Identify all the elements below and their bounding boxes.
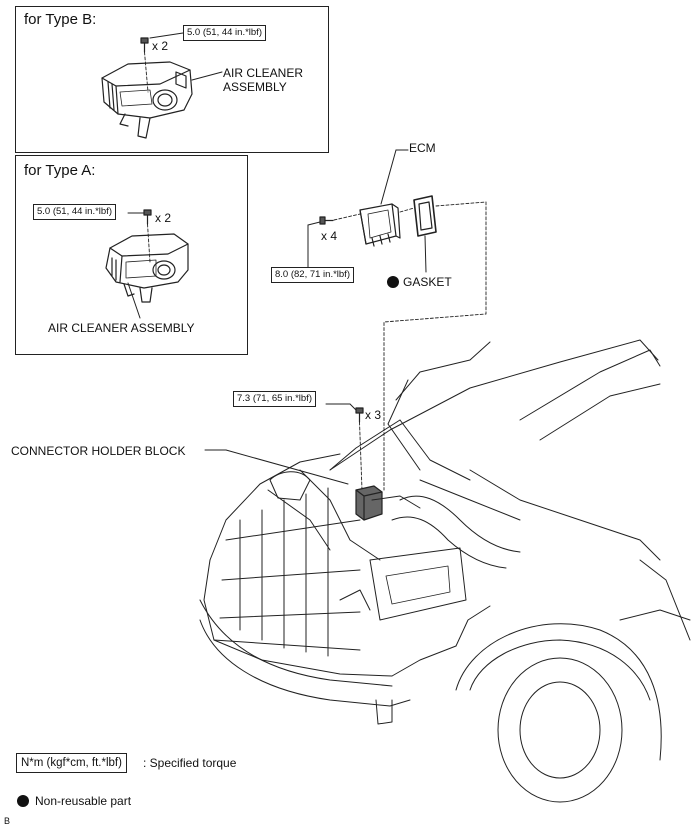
type-b-air-cleaner-drawing — [101, 61, 193, 139]
type-a-air-cleaner-label: AIR CLEANER ASSEMBLY — [48, 321, 195, 335]
legend-torque-text: : Specified torque — [143, 756, 237, 770]
ecm-torque-spec: 8.0 (82, 71 in.*lbf) — [271, 267, 354, 283]
ecm-bolt-qty: x 4 — [321, 229, 338, 243]
type-a-panel — [15, 155, 248, 355]
ecm-bolt-icon — [319, 216, 334, 225]
holder-bolt-qty: x 3 — [365, 408, 382, 422]
connector-holder-block-label: CONNECTOR HOLDER BLOCK — [11, 444, 186, 458]
type-b-torque-spec: 5.0 (51, 44 in.*lbf) — [183, 25, 266, 41]
legend-nonreusable-text: Non-reusable part — [35, 794, 132, 808]
ecm-drawing — [359, 203, 401, 247]
gasket-nonreusable-marker — [387, 276, 399, 288]
holder-torque-spec: 7.3 (71, 65 in.*lbf) — [233, 391, 316, 407]
figure-code: B — [4, 816, 11, 826]
type-a-bolt-icon — [143, 209, 152, 225]
gasket-label: GASKET — [403, 275, 452, 289]
holder-bolt-icon — [355, 407, 364, 423]
vehicle-drawing — [199, 339, 691, 803]
ecm-label: ECM — [409, 141, 436, 155]
type-b-air-cleaner-label: AIR CLEANER ASSEMBLY — [223, 66, 304, 94]
connector-holder-block-drawing — [355, 485, 383, 521]
type-a-air-cleaner-drawing — [105, 233, 189, 303]
type-a-bolt-qty: x 2 — [155, 211, 172, 225]
legend-torque-unit-box: N*m (kgf*cm, ft.*lbf) — [16, 753, 127, 773]
type-b-heading: for Type B: — [24, 11, 97, 28]
gasket-drawing — [413, 195, 437, 237]
type-b-bolt-icon — [140, 37, 149, 53]
legend-nonreusable-marker — [17, 795, 29, 807]
type-a-torque-spec: 5.0 (51, 44 in.*lbf) — [33, 204, 116, 220]
type-b-bolt-qty: x 2 — [152, 39, 169, 53]
type-b-panel — [15, 6, 329, 153]
type-a-heading: for Type A: — [24, 162, 96, 179]
